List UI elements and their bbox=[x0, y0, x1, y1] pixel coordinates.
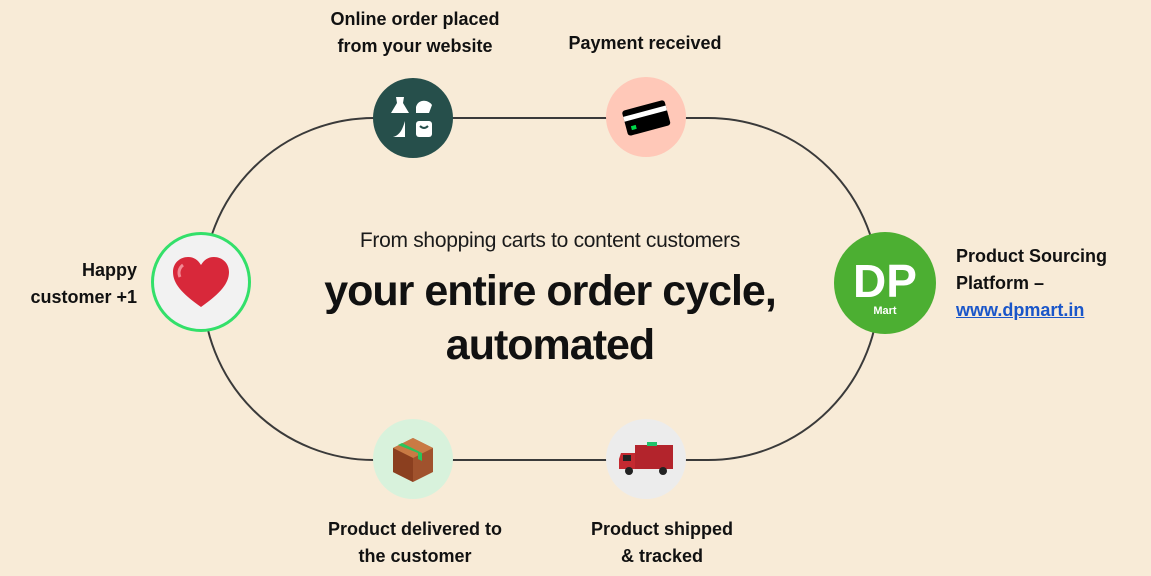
headline-line-2: automated bbox=[445, 321, 655, 369]
diagram-subtitle: From shopping carts to content customers bbox=[359, 229, 741, 252]
shopping-items-icon bbox=[373, 78, 453, 158]
step-online-order-label: Online order placed from your website bbox=[290, 6, 540, 60]
step-payment-label: Payment received bbox=[568, 33, 722, 53]
label-line: from your website bbox=[337, 36, 493, 56]
label-line: Happy bbox=[81, 260, 137, 280]
label-line: Product delivered to bbox=[327, 519, 503, 539]
diagram-headline: your entire order cycle, automated bbox=[240, 264, 860, 372]
dpmart-link[interactable]: www.dpmart.in bbox=[956, 300, 1085, 320]
label-line: Online order placed bbox=[330, 9, 500, 29]
label-line: Product shipped bbox=[590, 519, 733, 539]
package-box-icon bbox=[373, 419, 453, 499]
label-line: the customer bbox=[358, 546, 472, 566]
label-line: customer +1 bbox=[30, 287, 137, 307]
label-line: & tracked bbox=[620, 546, 704, 566]
delivery-truck-icon bbox=[606, 419, 686, 499]
step-happy-customer-label: Happy customer +1 bbox=[4, 257, 137, 311]
headline-line-1: your entire order cycle, bbox=[324, 267, 777, 315]
step-delivered-label: Product delivered to the customer bbox=[290, 516, 540, 570]
label-line: Platform – bbox=[956, 273, 1045, 293]
link-line: www.dpmart.in bbox=[956, 297, 1107, 324]
step-sourcing-label: Product Sourcing Platform – www.dpmart.i… bbox=[956, 243, 1107, 324]
step-shipped-label: Product shipped & tracked bbox=[560, 516, 764, 570]
logo-text: DP bbox=[853, 255, 917, 307]
credit-card-icon bbox=[606, 77, 686, 157]
dpmart-logo: DP Mart bbox=[834, 232, 936, 334]
label-line: Product Sourcing bbox=[956, 246, 1108, 266]
heart-icon bbox=[151, 232, 251, 332]
logo-sub: Mart bbox=[873, 305, 897, 317]
